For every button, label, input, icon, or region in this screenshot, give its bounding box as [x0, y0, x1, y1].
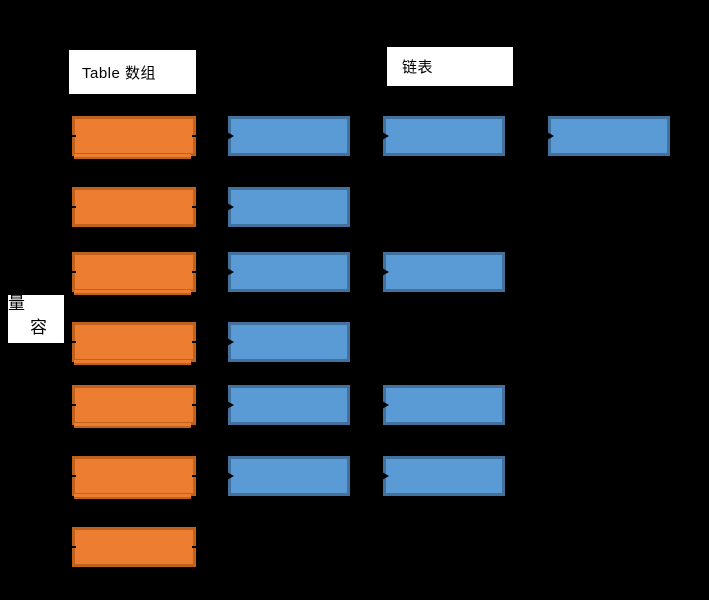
list-node-5-1 [381, 456, 505, 496]
connector-stub [71, 135, 76, 137]
array-slot-4 [71, 385, 197, 428]
list-node-0-2 [546, 116, 670, 156]
array-slot-1 [71, 187, 197, 227]
connector-stub [192, 341, 197, 343]
array-slot-6 [71, 527, 197, 567]
connector-stub [192, 546, 197, 548]
array-slot-5 [71, 456, 197, 499]
list-node-1-0 [226, 187, 350, 227]
list-node-5-0 [226, 456, 350, 496]
array-label-text: Table 数组 [82, 64, 157, 82]
list-node-4-0 [226, 385, 350, 425]
connector-stub [192, 475, 197, 477]
connector-stub [71, 206, 76, 208]
connector-stub [192, 404, 197, 406]
arrowhead-icon [546, 131, 554, 141]
arrowhead-icon [226, 131, 234, 141]
list-node-0-1 [381, 116, 505, 156]
connector-stub [71, 546, 76, 548]
capacity-char: 量 [8, 294, 26, 313]
connector-stub [192, 206, 197, 208]
capacity-label: 容量 [8, 295, 64, 343]
arrowhead-icon [226, 471, 234, 481]
array-slot-3 [71, 322, 197, 365]
arrowhead-icon [381, 400, 389, 410]
list-node-0-0 [226, 116, 350, 156]
arrowhead-icon [226, 267, 234, 277]
array-slot-0 [71, 116, 197, 159]
list-node-2-0 [226, 252, 350, 292]
connector-stub [71, 271, 76, 273]
arrowhead-icon [226, 337, 234, 347]
connector-stub [192, 135, 197, 137]
list-node-3-0 [226, 322, 350, 362]
arrowhead-icon [381, 267, 389, 277]
arrowhead-icon [381, 471, 389, 481]
list-node-2-1 [381, 252, 505, 292]
arrowhead-icon [381, 131, 389, 141]
linked-list-label: 链表 [387, 47, 513, 86]
list-node-4-1 [381, 385, 505, 425]
connector-stub [71, 404, 76, 406]
connector-stub [192, 271, 197, 273]
arrowhead-icon [226, 400, 234, 410]
capacity-char: 容 [30, 318, 48, 337]
connector-stub [71, 341, 76, 343]
linked-list-label-text: 链表 [402, 59, 434, 76]
array-slot-2 [71, 252, 197, 295]
connector-stub [71, 475, 76, 477]
arrowhead-icon [226, 202, 234, 212]
array-label: Table 数组 [69, 50, 196, 94]
